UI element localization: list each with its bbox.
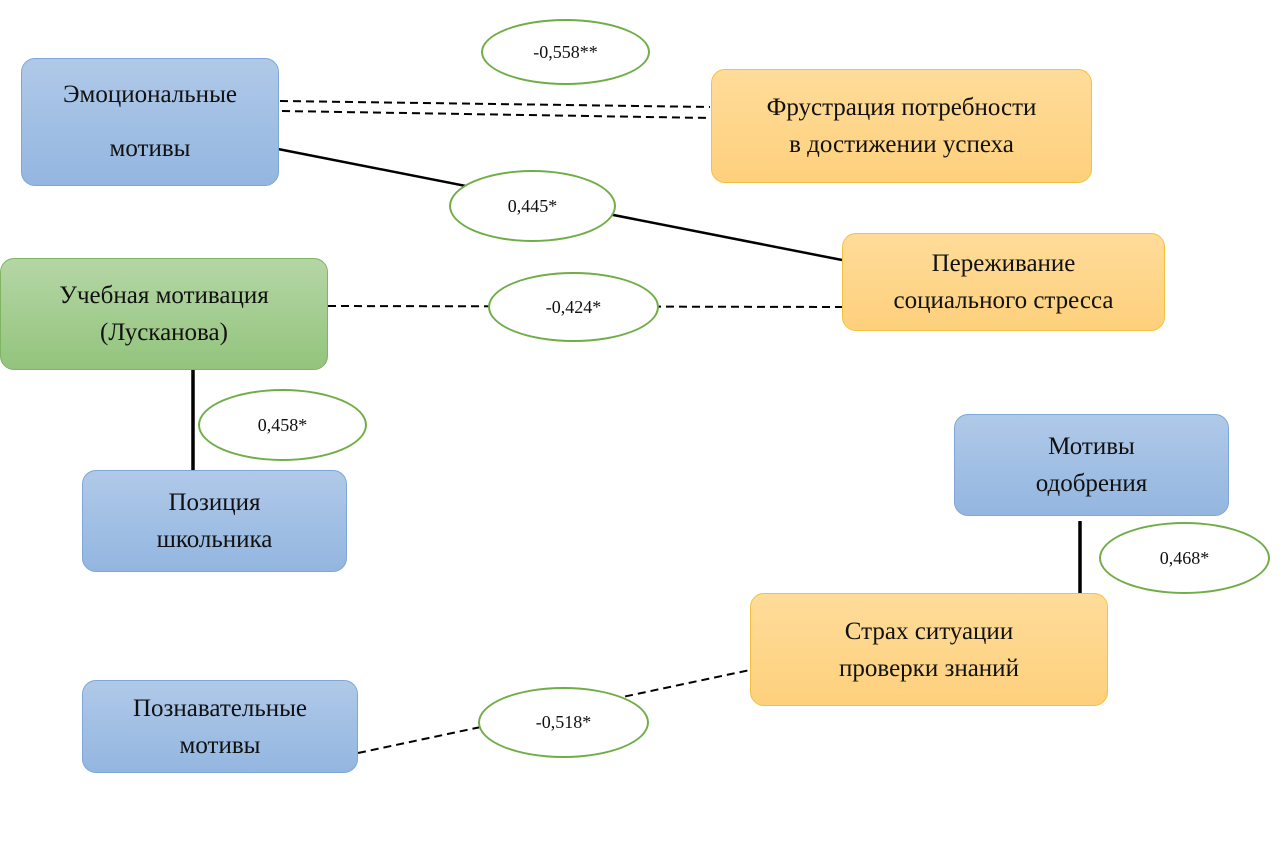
correlation-label-emotional-frustration: -0,558** (481, 19, 650, 85)
correlation-label-cognitive-test-fear: -0,518* (478, 687, 649, 758)
node-emotional-motives: Эмоциональные мотивы (21, 58, 279, 186)
node-approval-motives: Мотивы одобрения (954, 414, 1229, 516)
node-frustration: Фрустрация потребности в достижении успе… (711, 69, 1092, 183)
node-test-fear: Страх ситуации проверки знаний (750, 593, 1108, 706)
node-social-stress: Переживание социального стресса (842, 233, 1165, 331)
correlation-label-approval-test-fear: 0,468* (1099, 522, 1270, 594)
node-student-position: Позиция школьника (82, 470, 347, 572)
correlation-label-emotional-social-stress: 0,445* (449, 170, 616, 242)
node-learning-motivation: Учебная мотивация (Лусканова) (0, 258, 328, 370)
edge-emotional-frustration-1 (279, 100, 711, 108)
correlation-label-learning-social-stress: -0,424* (488, 272, 659, 342)
edge-learning-social-stress (327, 305, 843, 308)
correlation-label-learning-student-position: 0,458* (198, 389, 367, 461)
edge-emotional-frustration-2 (281, 110, 711, 119)
node-cognitive-motives: Познавательные мотивы (82, 680, 358, 773)
